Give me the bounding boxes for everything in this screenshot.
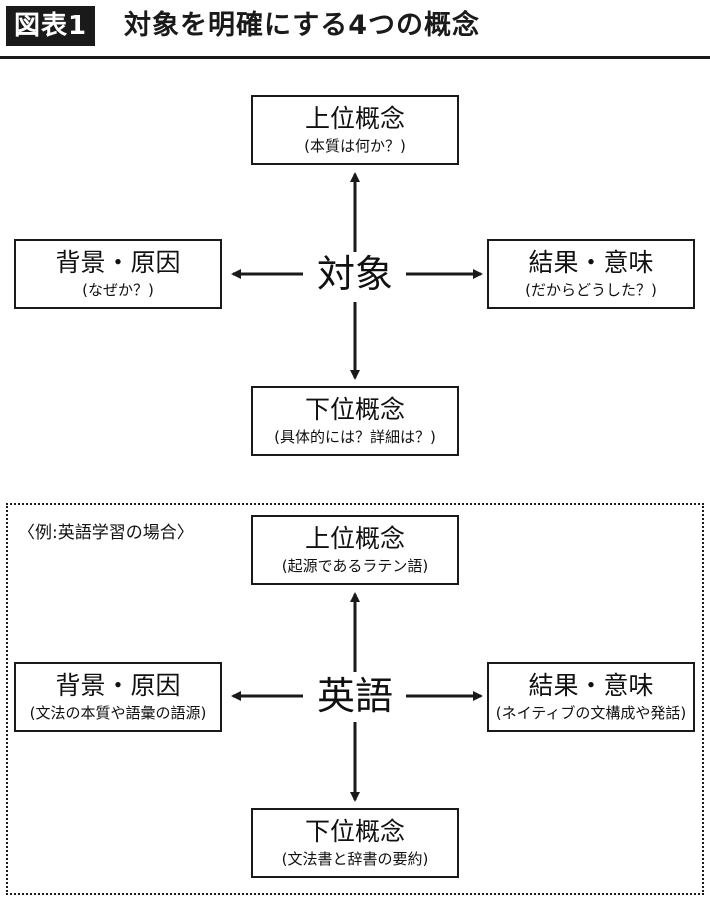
header-rule	[0, 56, 710, 59]
figure-title: 対象を明確にする4つの概念	[124, 10, 481, 41]
example-upper-subtitle: (起源であるラテン語)	[281, 557, 429, 575]
top-right-subtitle: (だからどうした？)	[525, 281, 657, 299]
figure-header: 図表1 対象を明確にする4つの概念	[0, 0, 710, 58]
top-right-box: 結果・意味 (だからどうした？)	[487, 239, 695, 309]
top-lower-title: 下位概念	[304, 395, 405, 424]
example-label: 〈例:英語学習の場合〉	[18, 523, 194, 543]
top-upper-title: 上位概念	[304, 104, 405, 133]
example-frame	[6, 503, 704, 895]
example-left-title: 背景・原因	[55, 671, 181, 700]
example-right-subtitle: (ネイティブの文構成や発話)	[495, 704, 687, 722]
example-right-title: 結果・意味	[528, 671, 654, 700]
top-upper-box: 上位概念 (本質は何か？)	[251, 95, 459, 165]
example-upper-box: 上位概念 (起源であるラテン語)	[251, 515, 459, 585]
example-upper-title: 上位概念	[304, 524, 405, 553]
top-lower-subtitle: (具体的には？詳細は？)	[274, 428, 436, 446]
top-left-subtitle: (なぜか？)	[82, 281, 154, 299]
example-left-subtitle: (文法の本質や語彙の語源)	[29, 704, 207, 722]
top-center-subject: 対象	[305, 252, 405, 296]
example-lower-title: 下位概念	[304, 817, 405, 846]
example-lower-box: 下位概念 (文法書と辞書の要約)	[251, 808, 459, 878]
example-lower-subtitle: (文法書と辞書の要約)	[281, 850, 429, 868]
top-left-title: 背景・原因	[55, 248, 181, 277]
figure-label: 図表1	[6, 6, 96, 46]
top-lower-box: 下位概念 (具体的には？詳細は？)	[251, 386, 459, 456]
top-upper-subtitle: (本質は何か？)	[304, 137, 406, 155]
example-right-box: 結果・意味 (ネイティブの文構成や発話)	[487, 662, 695, 732]
top-left-box: 背景・原因 (なぜか？)	[14, 239, 222, 309]
example-center-subject: 英語	[305, 674, 405, 718]
example-left-box: 背景・原因 (文法の本質や語彙の語源)	[14, 662, 222, 732]
top-right-title: 結果・意味	[528, 248, 654, 277]
